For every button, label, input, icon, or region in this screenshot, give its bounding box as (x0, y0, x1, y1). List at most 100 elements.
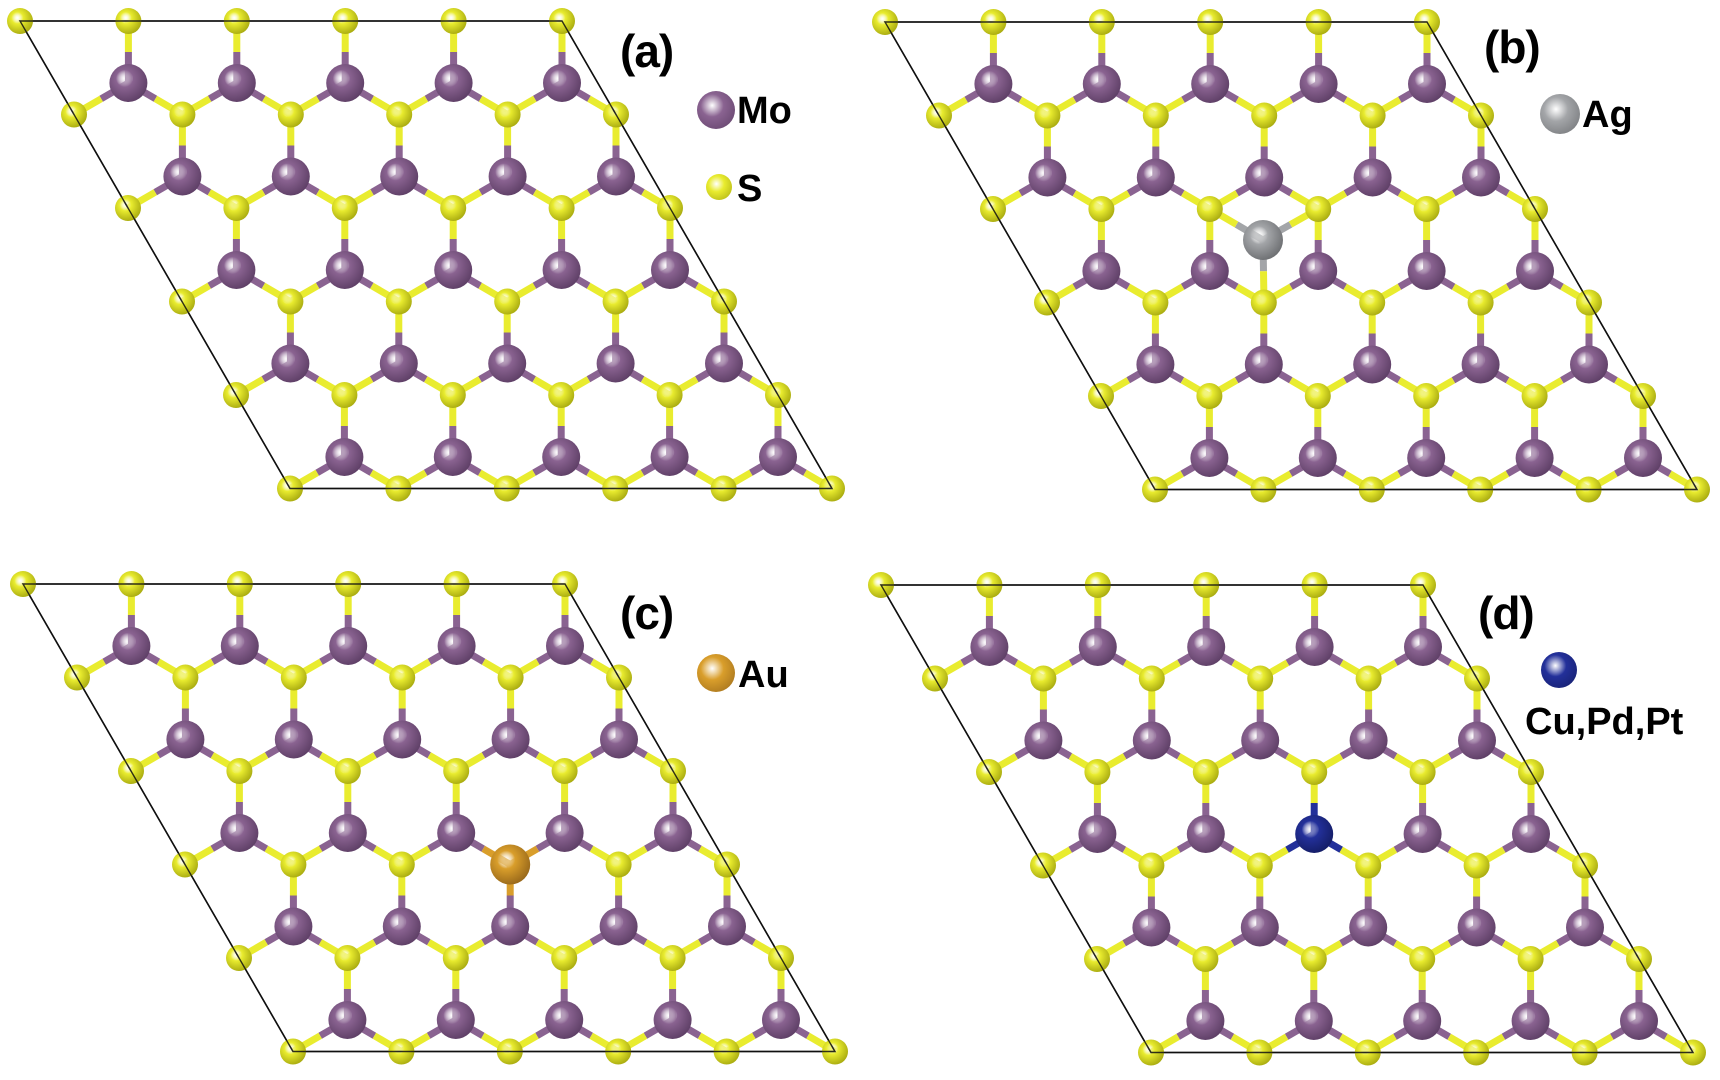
mo-atom (326, 64, 365, 102)
s-atom (1409, 759, 1436, 785)
mo-atom (1298, 439, 1337, 477)
s-atom (1246, 852, 1273, 879)
legend-cu-pd-pt-atom-icon (1541, 652, 1577, 688)
s-atom (1305, 196, 1332, 222)
mo-atom (325, 251, 364, 289)
s-atom (280, 664, 307, 691)
mo-atom (166, 720, 205, 759)
s-atom (386, 101, 413, 128)
mo-atom (708, 907, 746, 946)
s-atom (442, 945, 469, 971)
cu-dopant-atom (1295, 815, 1334, 853)
mo-atom (1024, 721, 1063, 760)
legend-mo-atom-icon (697, 91, 735, 129)
s-atom (1304, 383, 1331, 409)
s-atom (494, 101, 521, 128)
s-atom (334, 945, 361, 971)
mo-atom (1512, 815, 1550, 853)
mo-atom (1407, 252, 1446, 290)
s-atom (1463, 852, 1490, 879)
mo-atom (433, 438, 472, 476)
mo-atom (1082, 65, 1121, 103)
mo-atom (1408, 65, 1446, 103)
ag-adatom (1243, 220, 1283, 260)
mo-atom (329, 627, 368, 665)
mo-atom (653, 1001, 692, 1039)
s-atom (548, 382, 575, 408)
mo-atom (1240, 908, 1279, 947)
mo-atom (654, 814, 692, 852)
s-atom (1521, 383, 1548, 409)
mo-atom (488, 344, 527, 383)
panel-d-label: (d) (1478, 587, 1535, 639)
mo-atom (1299, 252, 1338, 290)
mo-atom (1566, 908, 1604, 947)
s-atom (1413, 383, 1440, 409)
mo-atom (1186, 1002, 1225, 1040)
s-atom (1088, 196, 1115, 222)
s-atom (277, 101, 304, 128)
mo-atom (1516, 252, 1554, 290)
mo-atom (217, 251, 256, 289)
s-atom (388, 851, 415, 878)
mo-atom (1244, 345, 1283, 384)
mo-atom (762, 1001, 800, 1039)
s-atom (1355, 665, 1382, 692)
mo-atom (491, 907, 530, 946)
s-atom (226, 758, 253, 784)
s-atom (1413, 196, 1440, 222)
s-atom (1138, 852, 1165, 879)
mo-atom (328, 814, 367, 852)
legend-ag-atom-icon (1540, 94, 1580, 134)
mo-atom (1457, 908, 1496, 947)
s-atom (1359, 289, 1386, 316)
mo-atom (597, 157, 635, 196)
mo-atom (1136, 345, 1175, 384)
mo-atom (1353, 345, 1392, 384)
mo-atom (545, 1001, 584, 1039)
mo-atom (163, 157, 202, 196)
mo-atom (1078, 815, 1117, 853)
mo-atom (382, 907, 421, 946)
mo-atom (488, 157, 527, 196)
atoms-layer (7, 8, 845, 502)
mo-atom (974, 65, 1013, 103)
mo-atom (1461, 345, 1500, 384)
unit-cell-outline-front (879, 584, 1695, 1054)
mo-atom (1353, 158, 1392, 197)
s-atom (602, 288, 629, 315)
mo-atom (109, 64, 148, 102)
s-atom (605, 851, 632, 878)
mo-atom (1515, 439, 1554, 477)
mo-atom (1132, 908, 1171, 947)
s-atom (1517, 946, 1544, 972)
mo-atom (1349, 721, 1388, 760)
s-atom (494, 288, 521, 315)
s-atom (1196, 196, 1223, 222)
mo-atom (1082, 252, 1121, 290)
unit-cell-outline-front (21, 583, 837, 1053)
panel-b-label: (b) (1484, 21, 1541, 73)
legend-au-atom-icon (697, 654, 735, 692)
unit-cell-outline-front (18, 20, 834, 490)
panel-c-label: (c) (620, 587, 674, 639)
panel-a-label: (a) (620, 25, 674, 77)
mo-atom (383, 720, 422, 759)
mo-atom (599, 907, 638, 946)
s-atom (1251, 102, 1278, 129)
s-atom (389, 664, 416, 691)
legend-au-label: Au (738, 654, 789, 696)
s-atom (1250, 289, 1277, 316)
atoms-layer (868, 572, 1706, 1066)
legend-s-label: S (737, 168, 763, 210)
mo-atom (1458, 721, 1496, 760)
s-atom (497, 664, 524, 691)
mo-atom (1294, 1002, 1333, 1040)
mo-atom (759, 438, 797, 476)
mo-atom (596, 344, 635, 383)
atoms-layer (10, 571, 848, 1065)
mo-atom (437, 814, 476, 852)
s-atom (1138, 665, 1165, 692)
s-atom (1300, 946, 1327, 972)
legend-mo-label: Mo (737, 90, 792, 132)
